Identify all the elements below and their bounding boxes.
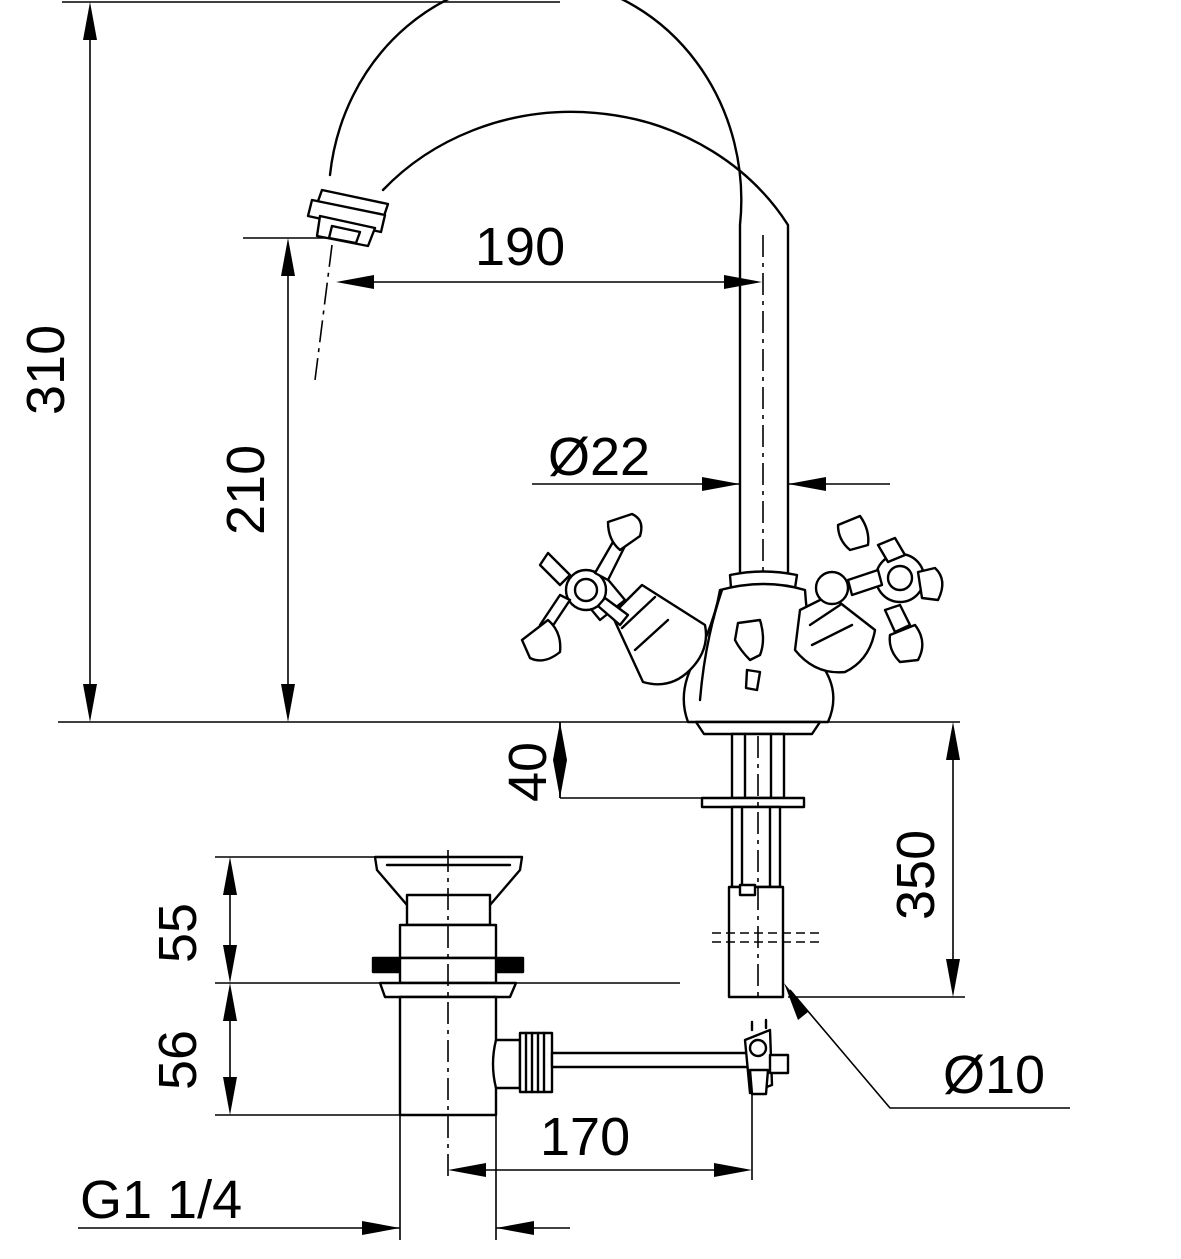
dimension-spout-reach: 190	[475, 217, 565, 277]
dimension-lines	[58, 1, 1070, 1240]
aerator	[306, 188, 390, 381]
gooseneck-spout	[328, 0, 790, 582]
dimension-counter-thickness: 40	[498, 742, 558, 802]
dimension-waste-upper: 55	[148, 903, 208, 963]
dimension-total-height: 310	[16, 325, 76, 415]
dimension-rod-length: 170	[540, 1107, 630, 1167]
dimension-spout-height: 210	[216, 445, 276, 535]
dimension-waste-thread: G1 1/4	[80, 1170, 242, 1230]
dimension-body-diameter: Ø22	[548, 427, 650, 487]
left-cross-handle	[520, 512, 708, 686]
dimension-waste-lower: 56	[148, 1030, 208, 1090]
mounting-shank	[700, 732, 822, 1000]
dimension-supply-diameter: Ø10	[943, 1045, 1045, 1105]
right-cross-handle	[793, 514, 944, 674]
dimension-supply-length: 350	[886, 830, 946, 920]
pop-up-waste	[371, 850, 790, 1180]
